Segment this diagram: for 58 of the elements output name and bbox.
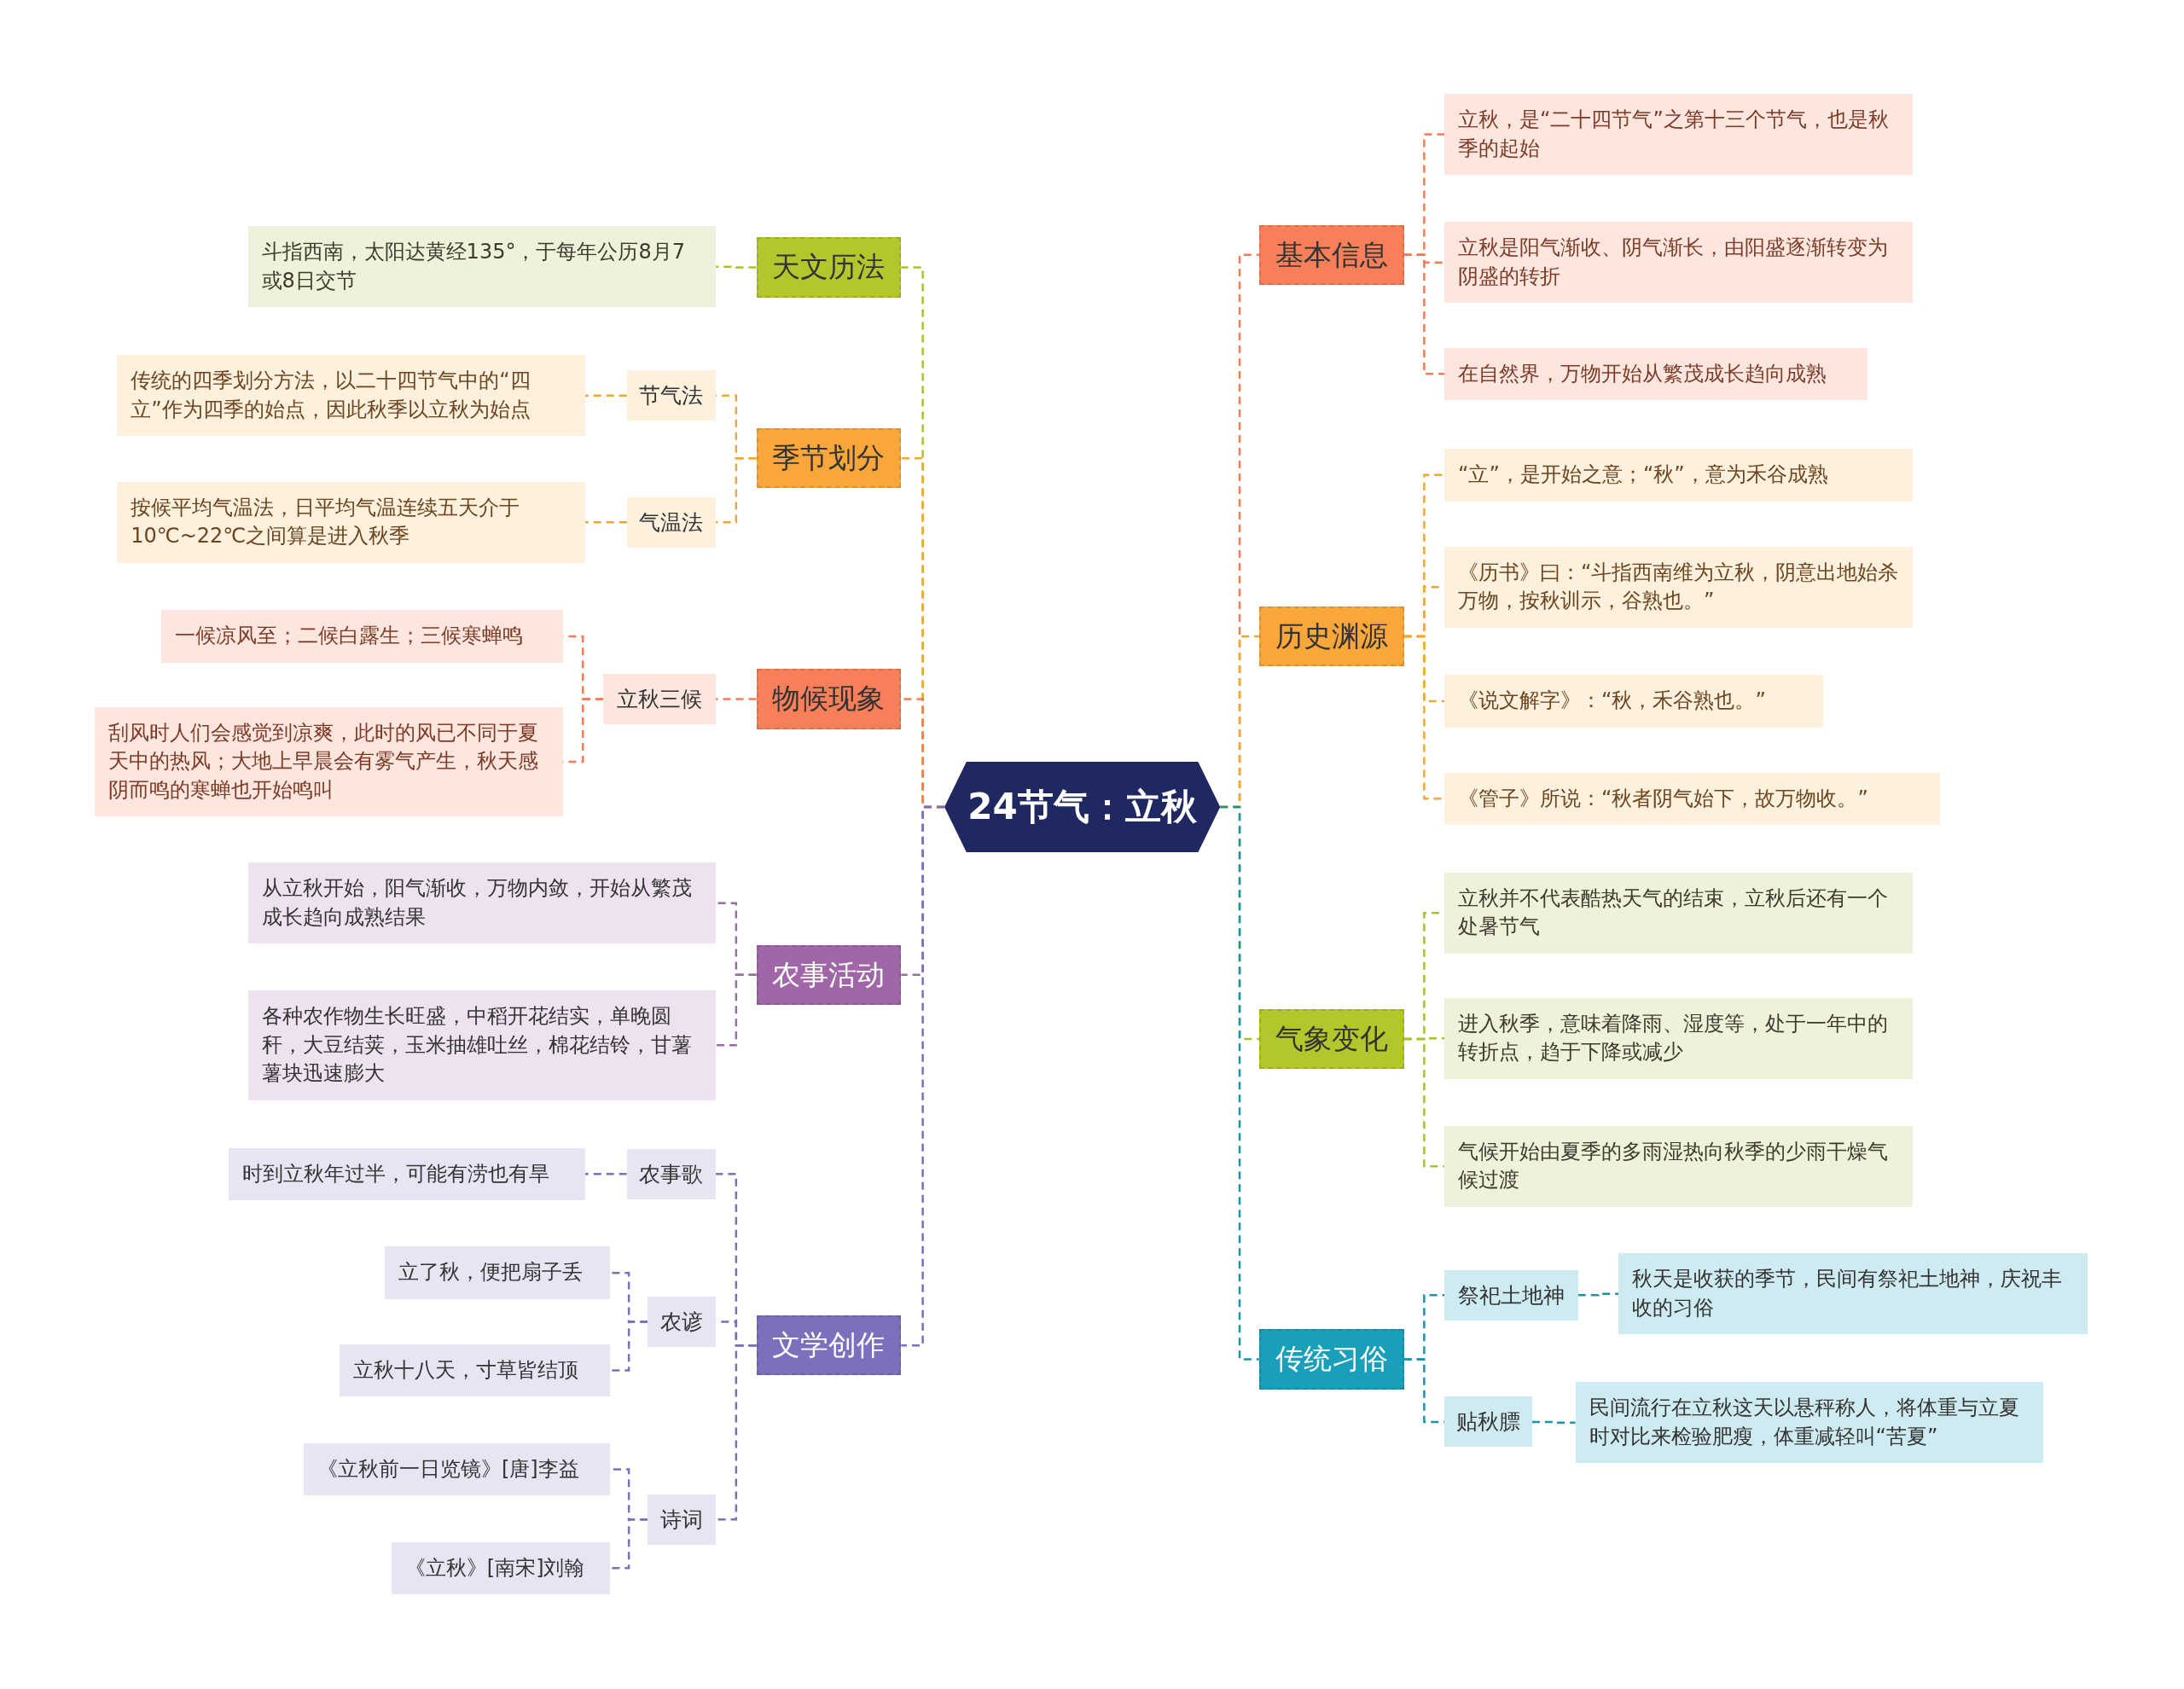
detail-box: 传统的四季划分方法，以二十四节气中的“四立”作为四季的始点，因此秋季以立秋为始点 (117, 355, 585, 437)
branch-topic: 历史渊源 (1258, 607, 1404, 667)
detail-box: 气候开始由夏季的多雨湿热向秋季的少雨干燥气候过渡 (1444, 1125, 1913, 1207)
connector-line (1531, 1420, 1576, 1424)
subtopic-box: 农谚 (648, 1296, 717, 1347)
subtopic-box: 立秋三候 (602, 674, 717, 725)
connector-line (1403, 253, 1445, 375)
connector-line (716, 973, 757, 1047)
branch-topic: 季节划分 (756, 428, 902, 489)
detail-box: 立秋十八天，寸草皆结顶 (340, 1344, 611, 1397)
subtopic-box: 祭祀土地神 (1444, 1269, 1578, 1320)
connector-line (901, 805, 944, 1347)
connector-line (716, 265, 757, 269)
detail-box: 立秋，是“二十四节气”之第十三个节气，也是秋季的起始 (1444, 93, 1913, 176)
branch-topic: 文学创作 (756, 1315, 902, 1376)
connector-line (584, 521, 627, 524)
subtopic-box: 节气法 (626, 370, 717, 421)
detail-box: 《历书》曰：“斗指西南维为立秋，阴意出地始杀万物，按秋训示，谷熟也。” (1444, 546, 1913, 628)
detail-box: 刮风时人们会感觉到凉爽，此时的风已不同于夏天中的热风；大地上早晨会有雾气产生，秋天感阴而鸣的寒蝉也开始鸣叫 (95, 706, 563, 817)
connector-line (716, 456, 757, 524)
detail-box: 一候凉风至；二候白露生；三候寒蝉鸣 (161, 610, 563, 663)
detail-box: 立秋并不代表酷热天气的结束，立秋后还有一个处暑节气 (1444, 872, 1913, 954)
connector-line (716, 698, 757, 700)
central-topic: 24节气：立秋 (944, 762, 1221, 853)
subtopic-box: 贴秋膘 (1444, 1396, 1532, 1448)
branch-topic: 物候现象 (756, 669, 902, 729)
subtopic-box: 诗词 (648, 1494, 717, 1545)
detail-box: “立”，是开始之意；“秋”，意为禾谷成熟 (1444, 448, 1913, 502)
branch-topic: 天文历法 (756, 237, 902, 298)
detail-box: 从立秋开始，阳气渐收，万物内敛，开始从繁茂成长趋向成熟结果 (247, 862, 717, 944)
detail-box: 《立秋》[南宋]刘翰 (391, 1541, 611, 1595)
connector-line (1577, 1292, 1619, 1297)
branch-topic: 传统习俗 (1258, 1329, 1404, 1390)
detail-box: 《说文解字》：“秋，禾谷熟也。” (1444, 675, 1824, 728)
subtopic-box: 气温法 (626, 496, 717, 548)
detail-box: 在自然界，万物开始从繁茂成长趋向成熟 (1444, 347, 1868, 401)
subtopic-box: 农事歌 (626, 1148, 717, 1199)
detail-box: 斗指西南，太阳达黄经135°，于每年公历8月7或8日交节 (247, 226, 717, 308)
detail-box: 进入秋季，意味着降雨、湿度等，处于一年中的转折点，趋于下降或减少 (1444, 997, 1913, 1079)
detail-box: 按候平均气温法，日平均气温连续五天介于10℃~22℃之间算是进入秋季 (117, 481, 585, 563)
connector-line (716, 1344, 757, 1521)
connector-line (610, 1320, 648, 1372)
connector-line (610, 1518, 648, 1570)
detail-box: 立了秋，便把扇子丢 (384, 1246, 611, 1300)
detail-box: 立秋是阳气渐收、阴气渐长，由阳盛逐渐转变为阴盛的转折 (1444, 222, 1913, 304)
detail-box: 秋天是收获的季节，民间有祭祀土地神，庆祝丰收的习俗 (1618, 1253, 2088, 1335)
connector-line (584, 394, 627, 397)
detail-box: 民间流行在立秋这天以悬秤称人，将体重与立夏时对比来检验肥瘦，体重减轻叫“苦夏” (1575, 1382, 2044, 1464)
branch-topic: 基本信息 (1258, 224, 1404, 285)
branch-topic: 农事活动 (756, 944, 902, 1005)
detail-box: 《管子》所说：“秋者阴气始下，故万物收。” (1444, 772, 1941, 826)
connector-line (1220, 805, 1259, 1361)
branch-topic: 气象变化 (1258, 1008, 1404, 1070)
detail-box: 时到立秋年过半，可能有涝也有旱 (228, 1147, 585, 1201)
connector-line (1403, 1037, 1445, 1168)
connector-line (584, 1173, 627, 1175)
detail-box: 各种农作物生长旺盛，中稻开花结实，单晚圆秆，大豆结荚，玉米抽雄吐丝，棉花结铃，甘薯薯块迅速膨大 (247, 990, 717, 1100)
detail-box: 《立秋前一日览镜》[唐]李益 (303, 1442, 611, 1496)
